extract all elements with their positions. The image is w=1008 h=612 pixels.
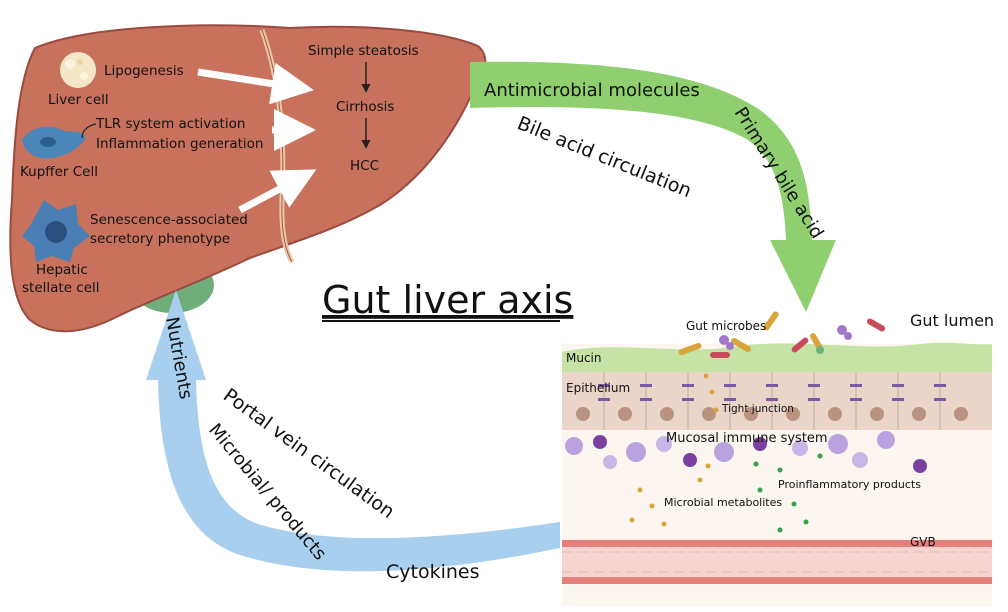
- bile-acid-arrow: [470, 61, 836, 312]
- process-tlr-activation: TLR system activation: [95, 116, 245, 132]
- label-cytokines: Cytokines: [386, 561, 480, 583]
- liver-cell-icon: [60, 52, 96, 88]
- label-kupffer-cell: Kupffer Cell: [20, 164, 98, 180]
- kupffer-cell-icon: [22, 126, 86, 159]
- process-sasp-line1: Senescence-associated: [90, 212, 248, 228]
- stellate-cell-icon: [22, 200, 90, 262]
- arrow-stellate: [238, 169, 317, 214]
- arrow-lipogenesis: [197, 62, 314, 105]
- process-inflammation: Inflammation generation: [96, 136, 263, 152]
- label-stellate-cell: stellate cell: [22, 280, 100, 296]
- process-lipogenesis: Lipogenesis: [104, 63, 184, 79]
- stage-hcc: HCC: [350, 158, 379, 174]
- label-gut-lumen: Gut lumen: [910, 311, 994, 330]
- label-mucin: Mucin: [566, 351, 602, 365]
- portal-vein-arrow: [146, 290, 560, 572]
- label-gvb: GVB: [910, 535, 936, 549]
- tight-junction-marks: [598, 384, 946, 401]
- label-bile-acid-circulation: Bile acid circulation: [514, 112, 694, 202]
- label-gut-microbes: Gut microbes: [686, 319, 766, 333]
- label-microbial-metabolites: Microbial metabolites: [664, 496, 782, 509]
- label-mucosal-immune: Mucosal immune system: [666, 431, 828, 446]
- label-primary-bile-acid: Primary bile acid: [730, 104, 828, 243]
- label-hepatic: Hepatic: [36, 262, 88, 278]
- process-sasp-line2: secretory phenotype: [90, 231, 230, 247]
- epithelial-nuclei: [576, 407, 968, 421]
- label-liver-cell: Liver cell: [48, 92, 109, 108]
- liver: [9, 24, 487, 333]
- stage-simple-steatosis: Simple steatosis: [308, 43, 419, 59]
- kupffer-pointer: [81, 123, 97, 139]
- stage-cirrhosis: Cirrhosis: [336, 99, 394, 115]
- label-antimicrobial: Antimicrobial molecules: [484, 80, 700, 101]
- mucin-layer: [562, 342, 992, 372]
- gut-microbes-icons: [678, 311, 886, 358]
- label-proinflammatory: Proinflammatory products: [778, 478, 921, 491]
- gut-vascular-barrier: [562, 540, 992, 584]
- label-tight-junction: Tight junction: [721, 403, 794, 415]
- immune-cells: [565, 431, 927, 473]
- diagram-title: Gut liver axis: [322, 278, 573, 322]
- gut-section: [562, 311, 992, 606]
- label-epithelium: Epithelium: [566, 381, 630, 395]
